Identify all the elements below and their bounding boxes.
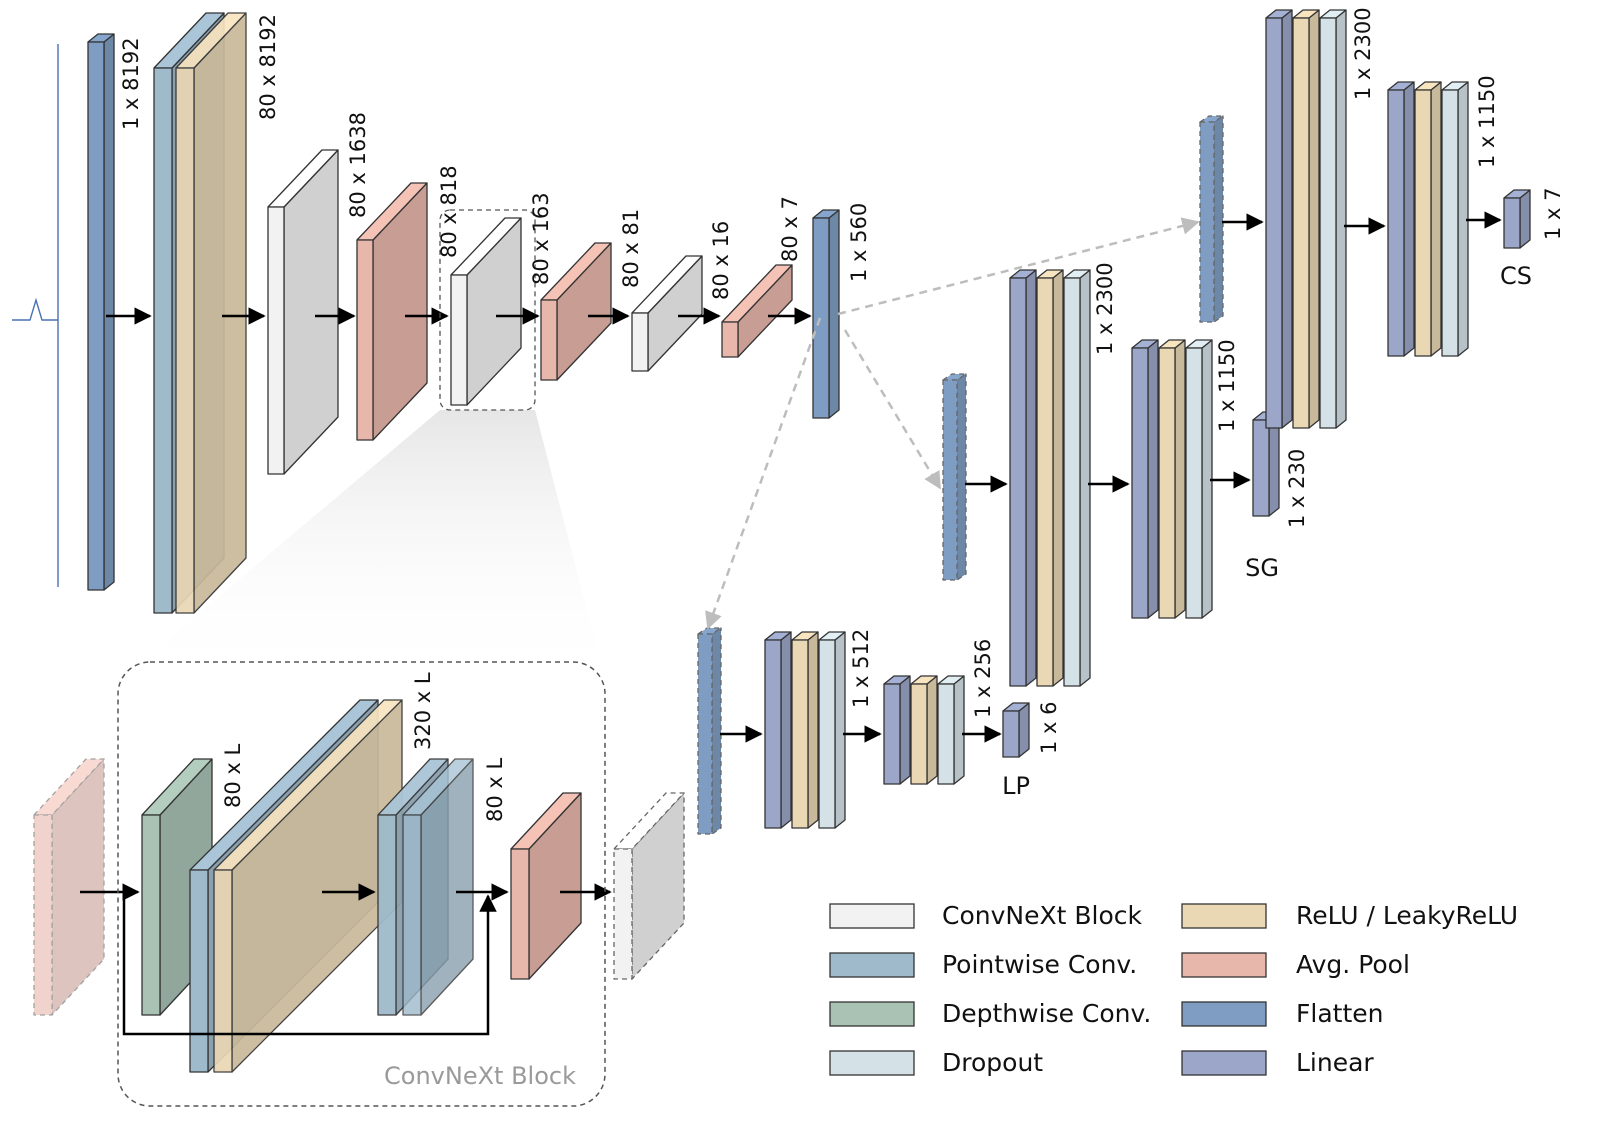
zoom-cone bbox=[120, 410, 605, 680]
avg-pool-3 bbox=[721, 264, 793, 358]
label-conv-stem: 80 x 8192 bbox=[256, 14, 280, 120]
inset-input-pool bbox=[33, 758, 105, 1016]
inset-title: ConvNeXt Block bbox=[384, 1062, 576, 1090]
legend-item: Dropout bbox=[829, 1048, 1043, 1077]
sg-linear-1 bbox=[1009, 269, 1037, 687]
cs-flatten-input bbox=[1199, 115, 1224, 323]
label-cs-out: 1 x 7 bbox=[1541, 188, 1565, 241]
cs-dropout-1 bbox=[1319, 9, 1347, 429]
head-cs: CS bbox=[1500, 262, 1532, 290]
inset-output-block bbox=[613, 792, 685, 980]
label-input: 1 x 8192 bbox=[119, 37, 143, 130]
stem-relu bbox=[175, 12, 247, 614]
legend-item: Pointwise Conv. bbox=[829, 950, 1137, 979]
label-pool3: 80 x 7 bbox=[778, 196, 802, 262]
label-block-in: 80 x L bbox=[221, 744, 245, 809]
legend-swatch bbox=[1181, 1001, 1267, 1027]
legend-label: Dropout bbox=[942, 1048, 1043, 1077]
branch-arrow-lp bbox=[705, 317, 822, 630]
input-flatten-layer bbox=[87, 33, 115, 591]
label-block2: 80 x 163 bbox=[529, 192, 553, 285]
legend-label: Avg. Pool bbox=[1296, 950, 1410, 979]
sg-linear-2 bbox=[1131, 339, 1159, 619]
label-sg-out: 1 x 230 bbox=[1285, 449, 1309, 528]
legend-item: Avg. Pool bbox=[1181, 950, 1410, 979]
inset-pointwise-reduce-b bbox=[402, 758, 474, 1016]
inset-avg-pool bbox=[510, 792, 582, 980]
label-lp-hidden2: 1 x 256 bbox=[971, 639, 995, 718]
head-sg: SG bbox=[1245, 554, 1279, 582]
legend-label: Pointwise Conv. bbox=[942, 950, 1137, 979]
input-signal bbox=[12, 44, 59, 587]
convnext-block-2 bbox=[450, 217, 522, 406]
legend-label: Flatten bbox=[1296, 999, 1383, 1028]
legend-label: Depthwise Conv. bbox=[942, 999, 1151, 1028]
sg-relu-2 bbox=[1158, 339, 1186, 619]
label-block-expand: 320 x L bbox=[411, 672, 435, 750]
lp-linear-2 bbox=[883, 675, 911, 785]
legend-swatch bbox=[829, 1001, 915, 1027]
label-lp-out: 1 x 6 bbox=[1037, 702, 1061, 755]
legend-item: ConvNeXt Block bbox=[829, 901, 1142, 930]
lp-dropout-2 bbox=[937, 675, 965, 785]
lp-relu-1 bbox=[791, 631, 819, 829]
convnext-block-3 bbox=[631, 255, 703, 372]
legend-item: Linear bbox=[1181, 1048, 1374, 1077]
legend-item: ReLU / LeakyReLU bbox=[1181, 901, 1518, 930]
cs-dropout-2 bbox=[1441, 81, 1469, 357]
label-block1: 80 x 1638 bbox=[346, 112, 370, 218]
cs-linear-2 bbox=[1387, 81, 1415, 357]
legend-label: ConvNeXt Block bbox=[942, 901, 1142, 930]
sg-flatten-input bbox=[942, 373, 967, 581]
branch-arrow-sg bbox=[843, 329, 942, 490]
avg-pool-2 bbox=[540, 242, 612, 381]
inset-relu bbox=[213, 699, 403, 1073]
label-lp-hidden1: 1 x 512 bbox=[849, 629, 873, 708]
sg-relu-1 bbox=[1036, 269, 1064, 687]
lp-relu-2 bbox=[910, 675, 938, 785]
sg-dropout-1 bbox=[1063, 269, 1091, 687]
legend-item: Depthwise Conv. bbox=[829, 999, 1151, 1028]
lp-flatten-input bbox=[697, 627, 722, 835]
lp-output bbox=[1002, 702, 1030, 758]
legend-swatch bbox=[829, 903, 915, 929]
legend-swatch bbox=[1181, 1050, 1267, 1076]
label-cs-hidden2: 1 x 1150 bbox=[1475, 75, 1499, 168]
legend-swatch bbox=[1181, 903, 1267, 929]
cs-relu-2 bbox=[1414, 81, 1442, 357]
legend-label: Linear bbox=[1296, 1048, 1374, 1077]
label-sg-hidden2: 1 x 1150 bbox=[1215, 339, 1239, 432]
label-pool1: 80 x 818 bbox=[437, 165, 461, 258]
flatten-layer bbox=[812, 209, 840, 419]
label-pool2: 80 x 81 bbox=[619, 209, 643, 288]
legend-label: ReLU / LeakyReLU bbox=[1296, 901, 1518, 930]
block-highlight bbox=[439, 209, 536, 411]
convnext-block-inset bbox=[117, 661, 606, 1107]
cs-output bbox=[1503, 189, 1531, 249]
label-flatten: 1 x 560 bbox=[847, 203, 871, 282]
residual-connection bbox=[122, 892, 497, 1036]
label-block3: 80 x 16 bbox=[709, 221, 733, 300]
legend-swatch bbox=[1181, 952, 1267, 978]
head-lp: LP bbox=[1002, 772, 1030, 800]
label-sg-hidden1: 1 x 2300 bbox=[1093, 262, 1117, 355]
convnext-block-1 bbox=[267, 149, 339, 475]
avg-pool-1 bbox=[356, 182, 428, 441]
branch-arrow-cs bbox=[837, 217, 1200, 316]
sg-dropout-2 bbox=[1185, 339, 1213, 619]
cs-linear-1 bbox=[1265, 9, 1293, 429]
label-cs-hidden1: 1 x 2300 bbox=[1351, 7, 1375, 100]
lp-linear-1 bbox=[764, 631, 792, 829]
label-block-out: 80 x L bbox=[483, 758, 507, 823]
cs-relu-1 bbox=[1292, 9, 1320, 429]
legend-item: Flatten bbox=[1181, 999, 1383, 1028]
lp-dropout-1 bbox=[818, 631, 846, 829]
legend-swatch bbox=[829, 1050, 915, 1076]
legend-swatch bbox=[829, 952, 915, 978]
